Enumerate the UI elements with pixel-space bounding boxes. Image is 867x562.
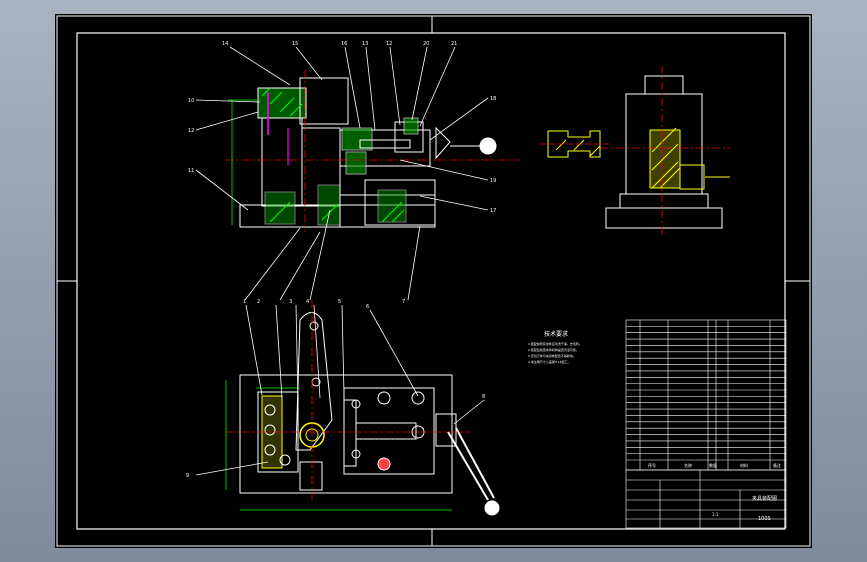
- svg-text:4: 4: [306, 299, 309, 305]
- technical-notes: 技术要求 1.装配前所有零件应清洗干净，去毛刺。 2.装配后检查夹紧机构是否灵活…: [528, 330, 582, 364]
- svg-text:2: 2: [257, 299, 260, 305]
- svg-text:15: 15: [292, 41, 298, 47]
- bill-of-materials: [625, 319, 787, 471]
- side-view: [540, 66, 730, 236]
- svg-text:13: 13: [362, 41, 368, 47]
- svg-text:名称: 名称: [684, 462, 692, 468]
- drawing-name: 夹具装配图: [752, 495, 777, 502]
- svg-text:21: 21: [451, 41, 457, 47]
- drawing-code: 100S: [758, 516, 771, 522]
- bom-header-labels: 序号 名称 数量 材料 备注: [648, 462, 781, 468]
- svg-text:9: 9: [186, 473, 189, 479]
- svg-text:17: 17: [490, 208, 496, 214]
- svg-text:12: 12: [188, 128, 194, 134]
- tech-note-1: 1.装配前所有零件应清洗干净，去毛刺。: [528, 341, 582, 346]
- svg-text:3: 3: [289, 299, 292, 305]
- front-view: [225, 70, 520, 232]
- svg-text:5: 5: [338, 299, 341, 305]
- svg-text:11: 11: [188, 168, 194, 174]
- svg-text:19: 19: [490, 178, 496, 184]
- top-view: [225, 300, 500, 516]
- inner-border: [76, 32, 786, 530]
- drawing-scale: 1:1: [712, 512, 719, 517]
- svg-text:14: 14: [222, 41, 228, 47]
- svg-text:8: 8: [482, 394, 485, 400]
- svg-text:材料: 材料: [740, 462, 748, 468]
- front-view-balloon-labels: 14 15 16 13 12 20 21 10 12 11 18 19 17: [188, 41, 496, 214]
- tech-note-3: 3.定位元件与夹具体配合不得松动。: [528, 353, 576, 358]
- title-block-text: 夹具装配图 100S 1:1: [712, 495, 777, 522]
- svg-text:18: 18: [490, 96, 496, 102]
- tech-note-4: 4.未注明尺寸公差按IT14加工。: [528, 359, 570, 364]
- svg-text:10: 10: [188, 98, 194, 104]
- svg-text:12: 12: [386, 41, 392, 47]
- svg-text:16: 16: [341, 41, 347, 47]
- top-view-balloon-labels: 1 2 3 4 5 6 7 8 9: [186, 299, 485, 479]
- svg-text:序号: 序号: [648, 462, 656, 468]
- svg-text:20: 20: [423, 41, 429, 47]
- front-view-leaders: [195, 46, 489, 211]
- svg-text:1: 1: [243, 299, 246, 305]
- svg-text:数量: 数量: [709, 462, 717, 468]
- svg-text:7: 7: [402, 299, 405, 305]
- svg-text:备注: 备注: [773, 462, 781, 468]
- top-view-leaders: [195, 209, 485, 476]
- tech-notes-title: 技术要求: [544, 330, 568, 338]
- svg-text:6: 6: [366, 304, 369, 310]
- title-block: [625, 469, 787, 529]
- tech-note-2: 2.装配后检查夹紧机构是否灵活可靠。: [528, 347, 579, 352]
